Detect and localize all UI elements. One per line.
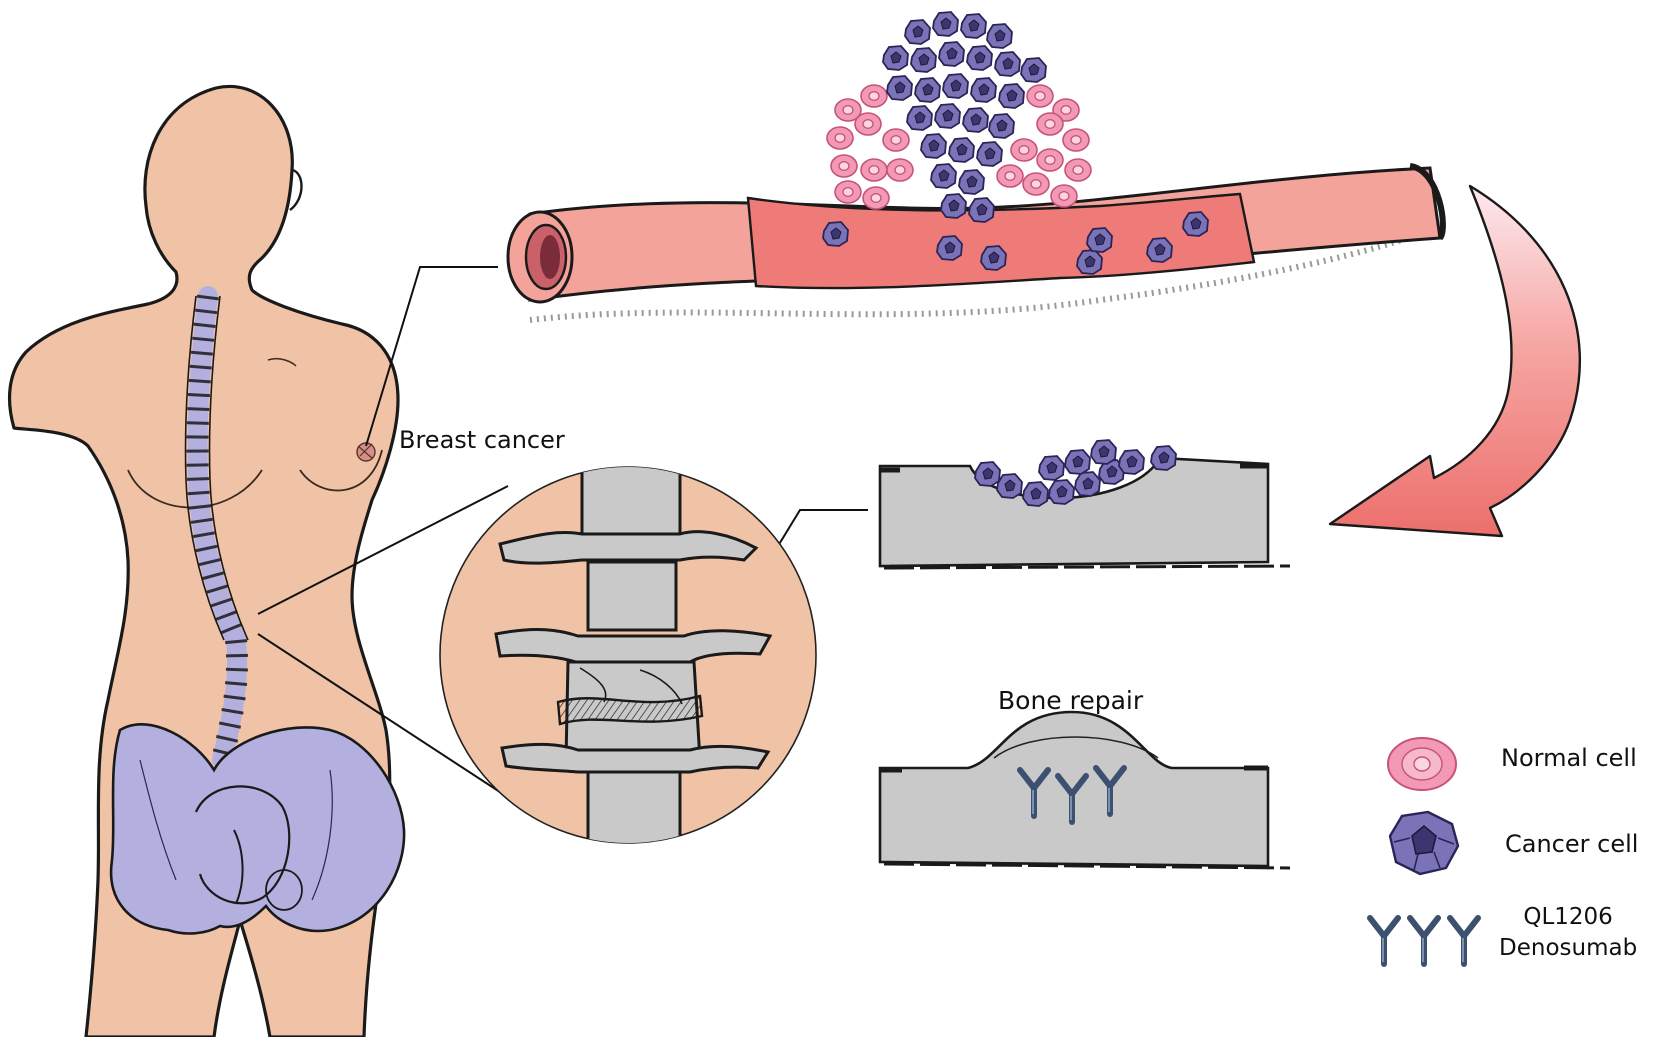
- legend-drug-label: QL1206 Denosumab: [1499, 902, 1637, 964]
- pelvis: [109, 723, 406, 935]
- bone-lesion: [878, 439, 1291, 570]
- cancer-cell-icon: [1388, 810, 1460, 876]
- callout-lines: [257, 266, 868, 797]
- bone-repair-label: Bone repair: [998, 686, 1144, 715]
- vertebrae-zoom: [439, 466, 817, 844]
- tumor-cluster: [826, 11, 1092, 223]
- curved-arrow-icon: [1328, 184, 1582, 538]
- legend-drug-line1: QL1206: [1523, 904, 1613, 930]
- legend-drug-line2: Denosumab: [1499, 935, 1638, 961]
- legend-normal-cell-label: Normal cell: [1501, 744, 1637, 772]
- legend-icons: [1370, 737, 1478, 964]
- bone-repair: [878, 710, 1291, 870]
- legend-cancer-cell-label: Cancer cell: [1505, 830, 1639, 858]
- normal-cell-icon: [1387, 737, 1457, 791]
- breast-cancer-label: Breast cancer: [399, 426, 565, 454]
- spine: [184, 286, 249, 770]
- blood-vessel: [506, 163, 1446, 323]
- antibody-icon: [1370, 918, 1478, 964]
